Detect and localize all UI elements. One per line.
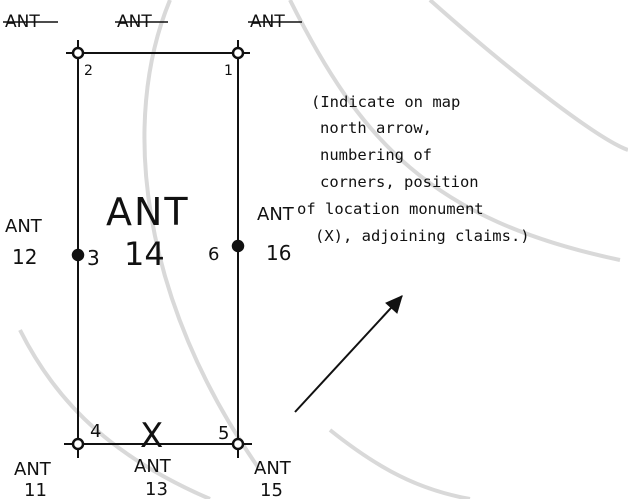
claim-name: ANT bbox=[106, 190, 190, 234]
adjoining-right-number: 16 bbox=[266, 241, 291, 265]
location-monument-mark: X bbox=[140, 416, 163, 456]
instruction-line: north arrow, bbox=[320, 119, 432, 137]
corner-posts bbox=[71, 46, 245, 451]
adjoining-left-name: ANT bbox=[5, 216, 43, 237]
corner-post-5 bbox=[231, 437, 245, 451]
instruction-line: numbering of bbox=[320, 146, 432, 164]
corner-post-6 bbox=[231, 239, 245, 253]
adjoining-bottom-left-name: ANT bbox=[14, 459, 52, 480]
corner-label-2: 2 bbox=[84, 63, 93, 79]
adjoining-right-name: ANT bbox=[257, 204, 295, 225]
adjoining-bottom-mid-name: ANT bbox=[134, 456, 172, 477]
corner-post-2 bbox=[71, 46, 85, 60]
instruction-line: corners, position bbox=[320, 173, 479, 191]
instruction-line: of location monument bbox=[297, 200, 484, 218]
corner-post-1 bbox=[231, 46, 245, 60]
corner-label-3: 3 bbox=[87, 246, 100, 270]
instruction-line: (X), adjoining claims.) bbox=[315, 227, 530, 245]
corner-label-4: 4 bbox=[90, 421, 101, 442]
adjoining-bottom-right-number: 15 bbox=[260, 480, 283, 499]
adjoining-bottom-right-name: ANT bbox=[254, 458, 292, 479]
adjoining-bottom-mid-number: 13 bbox=[145, 479, 168, 499]
background-arcs bbox=[18, 0, 628, 501]
instruction-text: (Indicate on map north arrow, numbering … bbox=[297, 93, 530, 245]
adjoining-left-number: 12 bbox=[12, 245, 37, 269]
corner-post-4 bbox=[71, 437, 85, 451]
claim-number: 14 bbox=[124, 235, 165, 273]
corner-post-3 bbox=[71, 248, 85, 262]
instruction-line: (Indicate on map bbox=[311, 93, 460, 111]
corner-label-5: 5 bbox=[218, 423, 229, 444]
corner-label-6: 6 bbox=[208, 244, 219, 265]
corner-label-1: 1 bbox=[224, 63, 233, 79]
pointer-arrow bbox=[294, 295, 403, 413]
adjoining-bottom-left-number: 11 bbox=[24, 480, 47, 499]
